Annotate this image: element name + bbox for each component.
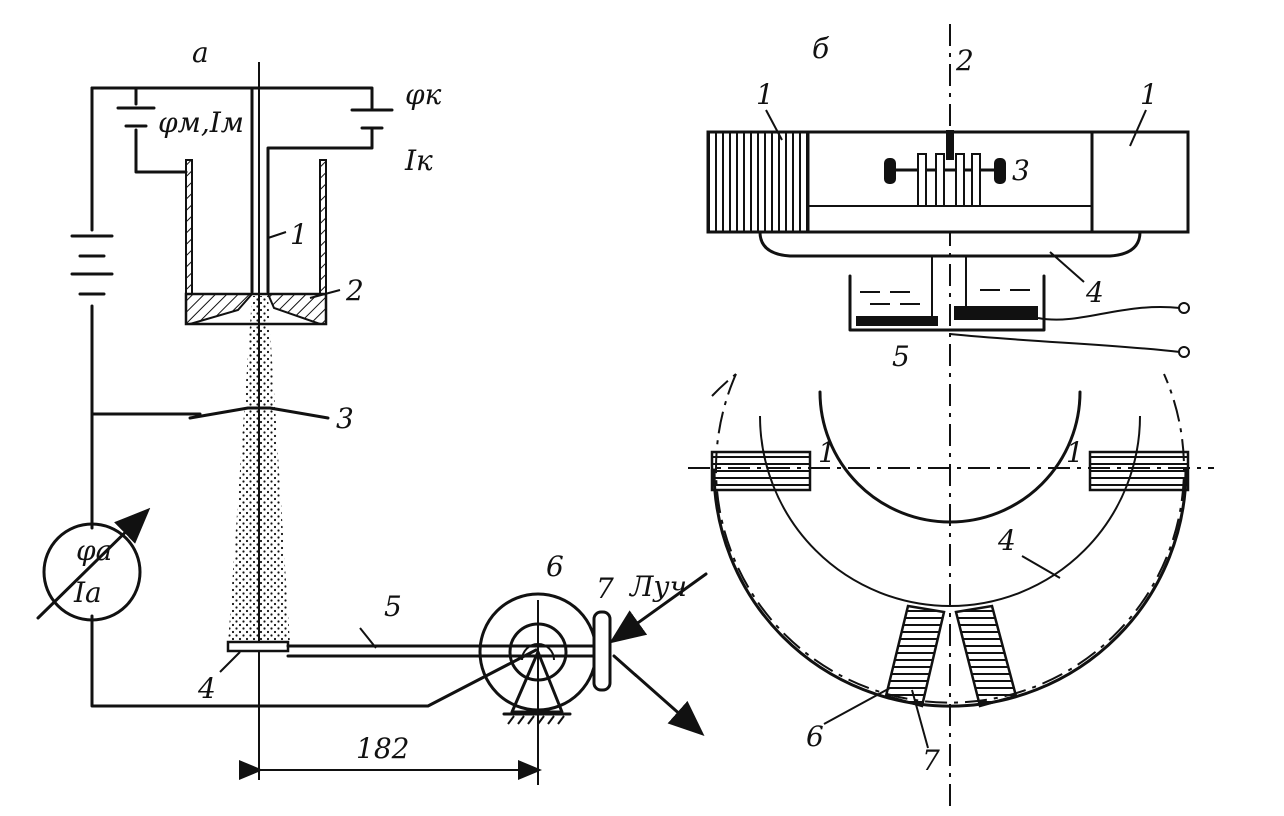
leader-4a	[219, 651, 241, 673]
label-a-2: 2	[345, 274, 364, 307]
grid-electrode	[188, 406, 330, 420]
magnet-block-left	[710, 450, 812, 492]
label-b-1-top-right: 1	[1140, 78, 1158, 111]
label-a-4: 4	[197, 672, 216, 705]
label-b-5: 5	[892, 340, 910, 373]
leader-b1r	[1129, 109, 1147, 147]
meter-label-i: Iа	[73, 576, 102, 609]
vessel	[184, 159, 328, 326]
magnet-block-right	[1088, 450, 1190, 492]
label-i-k: Iк	[404, 144, 433, 177]
label-a-3: 3	[336, 402, 354, 435]
beam-incoming	[609, 572, 708, 644]
block-7	[954, 604, 1018, 708]
leader-b7	[911, 689, 929, 749]
leader-b4-ring	[1021, 555, 1061, 579]
panel-a-label: а	[192, 36, 209, 69]
beam-outgoing	[612, 654, 705, 736]
label-b-6: 6	[806, 720, 824, 753]
bath	[848, 256, 1190, 358]
label-b-7: 7	[922, 744, 940, 777]
label-b-1-left: 1	[818, 436, 836, 469]
battery-magnet	[116, 86, 188, 174]
circuit-top-wire	[90, 86, 374, 110]
axis-label-2: 2	[955, 44, 974, 77]
circuit-bottom-wire	[90, 614, 538, 708]
label-b-1-top-left: 1	[756, 78, 774, 111]
label-b-4-ring: 4	[997, 524, 1016, 557]
leader-5a	[359, 627, 377, 649]
label-phi-m: φм,Iм	[158, 106, 244, 139]
label-b-4-top: 4	[1085, 276, 1104, 309]
leader-b1	[765, 109, 783, 141]
rotor	[884, 130, 1006, 207]
dimension-label: 182	[356, 732, 409, 765]
battery-left	[70, 234, 114, 296]
panel-a: а φм,Iм φк Iк	[36, 36, 708, 785]
label-phi-k: φк	[405, 78, 442, 111]
meter	[36, 507, 151, 622]
label-b-3: 3	[1012, 154, 1030, 187]
ring-plan-view	[711, 373, 1188, 708]
particle-beam	[228, 296, 290, 644]
leader-1a	[267, 231, 287, 239]
beam-label: Луч	[628, 570, 687, 603]
target-plate	[226, 640, 290, 653]
panel-b: б 2	[688, 24, 1214, 810]
leader-2a	[309, 289, 341, 299]
wheel-spiral	[478, 592, 598, 785]
leader-b6	[823, 687, 891, 725]
window-plate	[592, 610, 612, 692]
label-a-5: 5	[384, 590, 402, 623]
panel-b-label: б	[812, 32, 830, 65]
shaft	[286, 644, 602, 658]
leader-b4	[1049, 251, 1085, 283]
label-a-6: 6	[546, 550, 564, 583]
battery-cathode	[266, 108, 394, 294]
label-b-1-right: 1	[1066, 436, 1084, 469]
meter-label-phi: φа	[76, 534, 112, 567]
block-6	[884, 604, 946, 708]
label-a-1: 1	[290, 218, 308, 251]
label-a-7: 7	[596, 572, 614, 605]
